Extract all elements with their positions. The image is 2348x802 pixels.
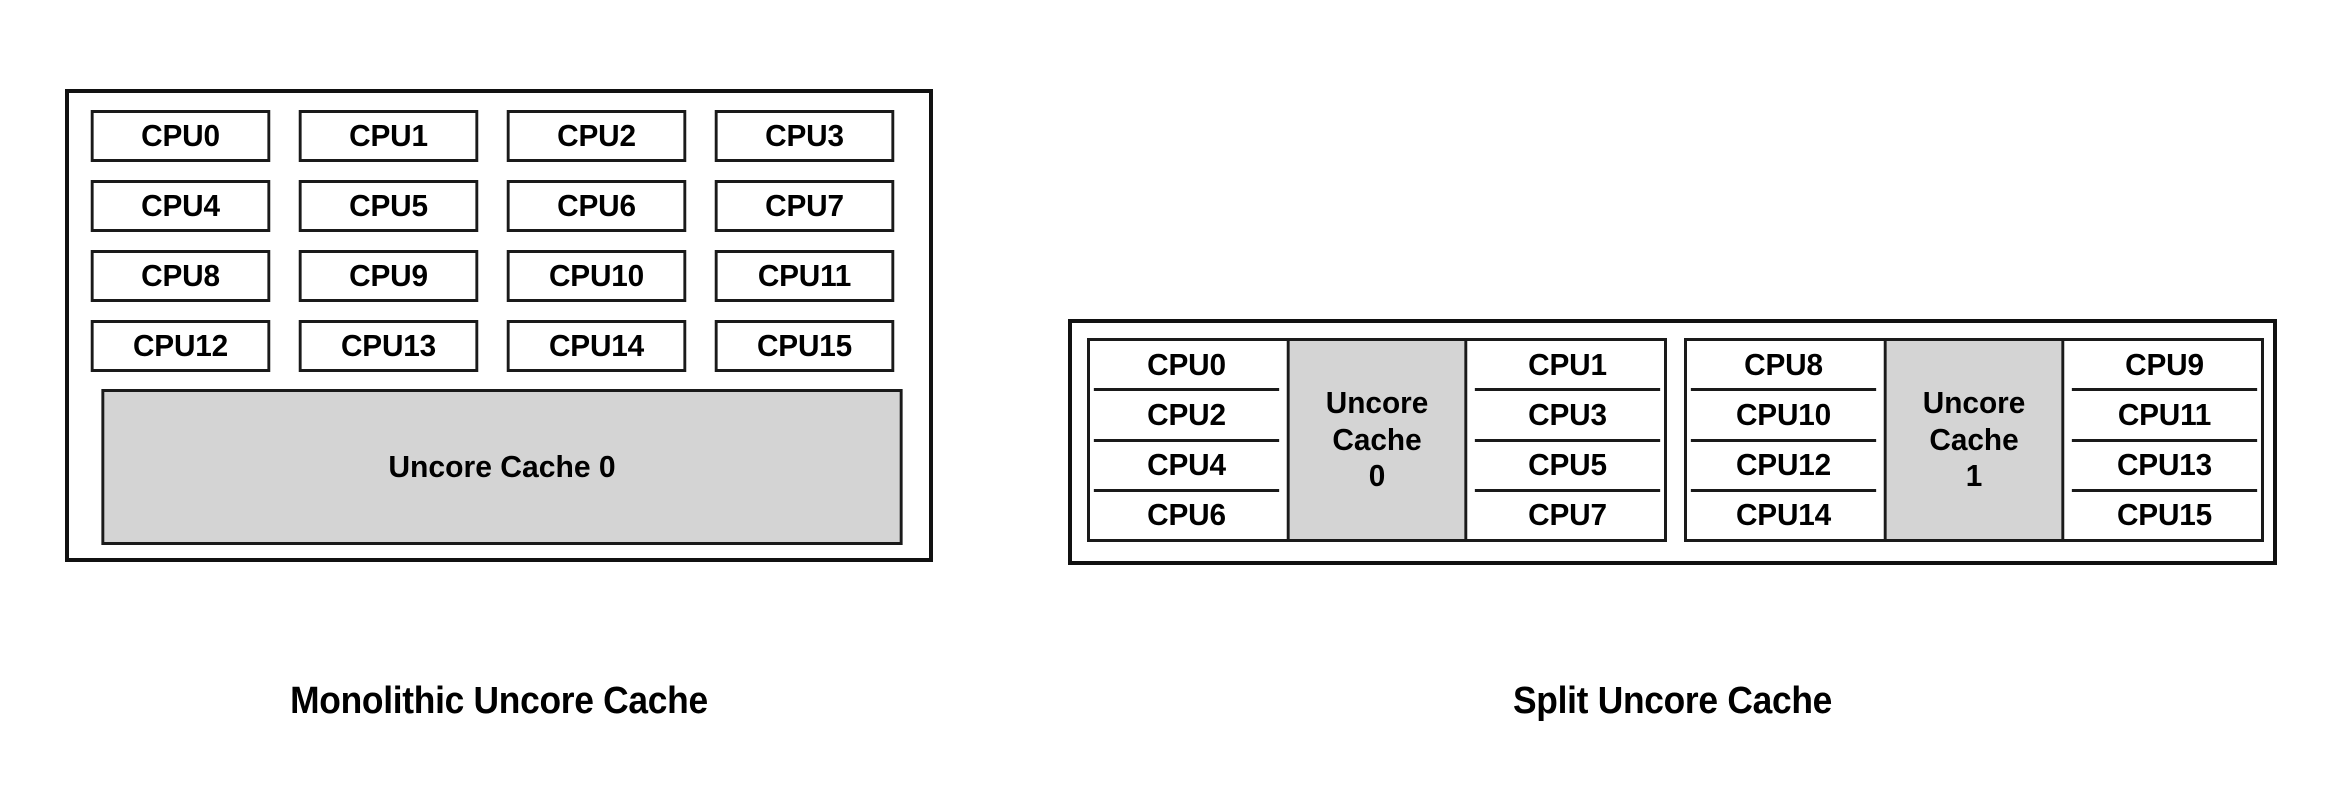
cpu-box-8[interactable]: CPU8: [90, 250, 271, 302]
cpu-box-0[interactable]: CPU0: [1093, 341, 1280, 392]
uncore-cache-1-line-3: 1: [1965, 458, 1983, 494]
cpu-box-1[interactable]: CPU1: [1474, 341, 1661, 392]
cpu-box-10[interactable]: CPU10: [1690, 391, 1877, 442]
split-package-outline: CPU0 CPU2 CPU4 CPU6 Uncore Cache 0 CPU1 …: [1068, 319, 2277, 565]
monolithic-package-outline: CPU0 CPU1 CPU2 CPU3 CPU4 CPU5 CPU6 CPU7 …: [65, 89, 933, 562]
cpu-box-14[interactable]: CPU14: [1690, 491, 1877, 539]
split-caption: Split Uncore Cache: [1512, 680, 1833, 722]
cpu-box-6[interactable]: CPU6: [506, 180, 687, 232]
cpu-box-9[interactable]: CPU9: [2071, 341, 2258, 392]
uncore-cache-1-line-2: Cache: [1929, 421, 2019, 457]
uncore-cache-0-line-3: 0: [1368, 458, 1386, 494]
uncore-cache-1-block[interactable]: Uncore Cache 1: [1883, 341, 2065, 539]
cpu-box-12[interactable]: CPU12: [1690, 441, 1877, 492]
cpu-box-14[interactable]: CPU14: [506, 320, 687, 372]
cpu-box-2[interactable]: CPU2: [506, 110, 687, 162]
cpu-box-4[interactable]: CPU4: [90, 180, 271, 232]
cpu-box-4[interactable]: CPU4: [1093, 441, 1280, 492]
cpu-box-11[interactable]: CPU11: [714, 250, 895, 302]
cpu-box-8[interactable]: CPU8: [1690, 341, 1877, 392]
cpu-box-3[interactable]: CPU3: [1474, 391, 1661, 442]
cpu-box-15[interactable]: CPU15: [2071, 491, 2258, 539]
split-group-1-left-cpu-column: CPU8 CPU10 CPU12 CPU14: [1687, 341, 1880, 539]
cpu-box-12[interactable]: CPU12: [90, 320, 271, 372]
cpu-box-7[interactable]: CPU7: [1474, 491, 1661, 539]
cpu-box-5[interactable]: CPU5: [298, 180, 479, 232]
split-group-0-left-cpu-column: CPU0 CPU2 CPU4 CPU6: [1090, 341, 1283, 539]
cpu-box-13[interactable]: CPU13: [2071, 441, 2258, 492]
monolithic-caption: Monolithic Uncore Cache: [290, 680, 708, 722]
uncore-cache-0-line-2: Cache: [1332, 421, 1422, 457]
uncore-cache-0-line-1: Uncore: [1325, 385, 1429, 421]
split-group-1: CPU8 CPU10 CPU12 CPU14 Uncore Cache 1 CP…: [1684, 338, 2264, 542]
cpu-box-6[interactable]: CPU6: [1093, 491, 1280, 539]
split-group-0: CPU0 CPU2 CPU4 CPU6 Uncore Cache 0 CPU1 …: [1087, 338, 1667, 542]
cpu-box-13[interactable]: CPU13: [298, 320, 479, 372]
cpu-box-1[interactable]: CPU1: [298, 110, 479, 162]
uncore-cache-1-line-1: Uncore: [1922, 385, 2026, 421]
split-group-1-right-cpu-column: CPU9 CPU11 CPU13 CPU15: [2068, 341, 2261, 539]
cpu-box-5[interactable]: CPU5: [1474, 441, 1661, 492]
split-groups-container: CPU0 CPU2 CPU4 CPU6 Uncore Cache 0 CPU1 …: [1087, 338, 2264, 542]
cpu-box-7[interactable]: CPU7: [714, 180, 895, 232]
cpu-box-0[interactable]: CPU0: [90, 110, 271, 162]
cpu-box-9[interactable]: CPU9: [298, 250, 479, 302]
cpu-box-15[interactable]: CPU15: [714, 320, 895, 372]
cpu-box-3[interactable]: CPU3: [714, 110, 895, 162]
uncore-cache-0-block[interactable]: Uncore Cache 0: [101, 389, 903, 545]
split-group-0-right-cpu-column: CPU1 CPU3 CPU5 CPU7: [1471, 341, 1664, 539]
cpu-box-2[interactable]: CPU2: [1093, 391, 1280, 442]
monolithic-cpu-grid: CPU0 CPU1 CPU2 CPU3 CPU4 CPU5 CPU6 CPU7 …: [87, 110, 917, 372]
cpu-box-11[interactable]: CPU11: [2071, 391, 2258, 442]
uncore-cache-0-block[interactable]: Uncore Cache 0: [1286, 341, 1468, 539]
cpu-box-10[interactable]: CPU10: [506, 250, 687, 302]
